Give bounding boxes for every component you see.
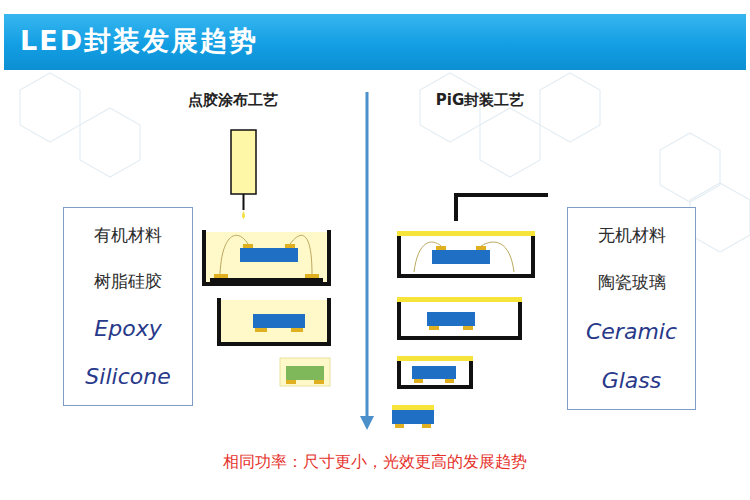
- pig-cup-medium: [397, 297, 522, 338]
- material-label: 陶瓷玻璃: [598, 271, 666, 294]
- dispenser-nozzle: [231, 130, 256, 219]
- caption: 相同功率：尺寸更小，光效更高的发展趋势: [0, 452, 750, 473]
- material-label: Silicone: [85, 364, 170, 389]
- page-title: LED封装发展趋势: [20, 23, 258, 59]
- pig-placement-arm: [456, 195, 548, 221]
- material-label: Ceramic: [586, 319, 677, 344]
- material-label: 无机材料: [598, 224, 666, 247]
- material-label: 树脂硅胶: [94, 270, 162, 293]
- led-cup-large: [204, 230, 329, 284]
- title-bar: LED封装发展趋势: [4, 14, 746, 70]
- pig-cup-large: [397, 231, 535, 276]
- section-heading: 点胶涂布工艺: [188, 91, 278, 110]
- material-label: Glass: [602, 368, 662, 393]
- material-box: 有机材料树脂硅胶 EpoxySilicone: [63, 207, 193, 406]
- material-box: 无机材料陶瓷玻璃 CeramicGlass: [567, 207, 696, 410]
- material-label: Epoxy: [94, 316, 161, 341]
- section-heading: PiG封装工艺: [436, 91, 524, 110]
- hexagon-background: [20, 73, 750, 382]
- trend-arrow: [360, 92, 374, 430]
- pig-cup-small: [397, 356, 473, 387]
- csp-package: [280, 358, 330, 386]
- pig-csp-package: [392, 405, 434, 428]
- material-label: 有机材料: [94, 224, 162, 247]
- led-cup-medium: [219, 298, 329, 344]
